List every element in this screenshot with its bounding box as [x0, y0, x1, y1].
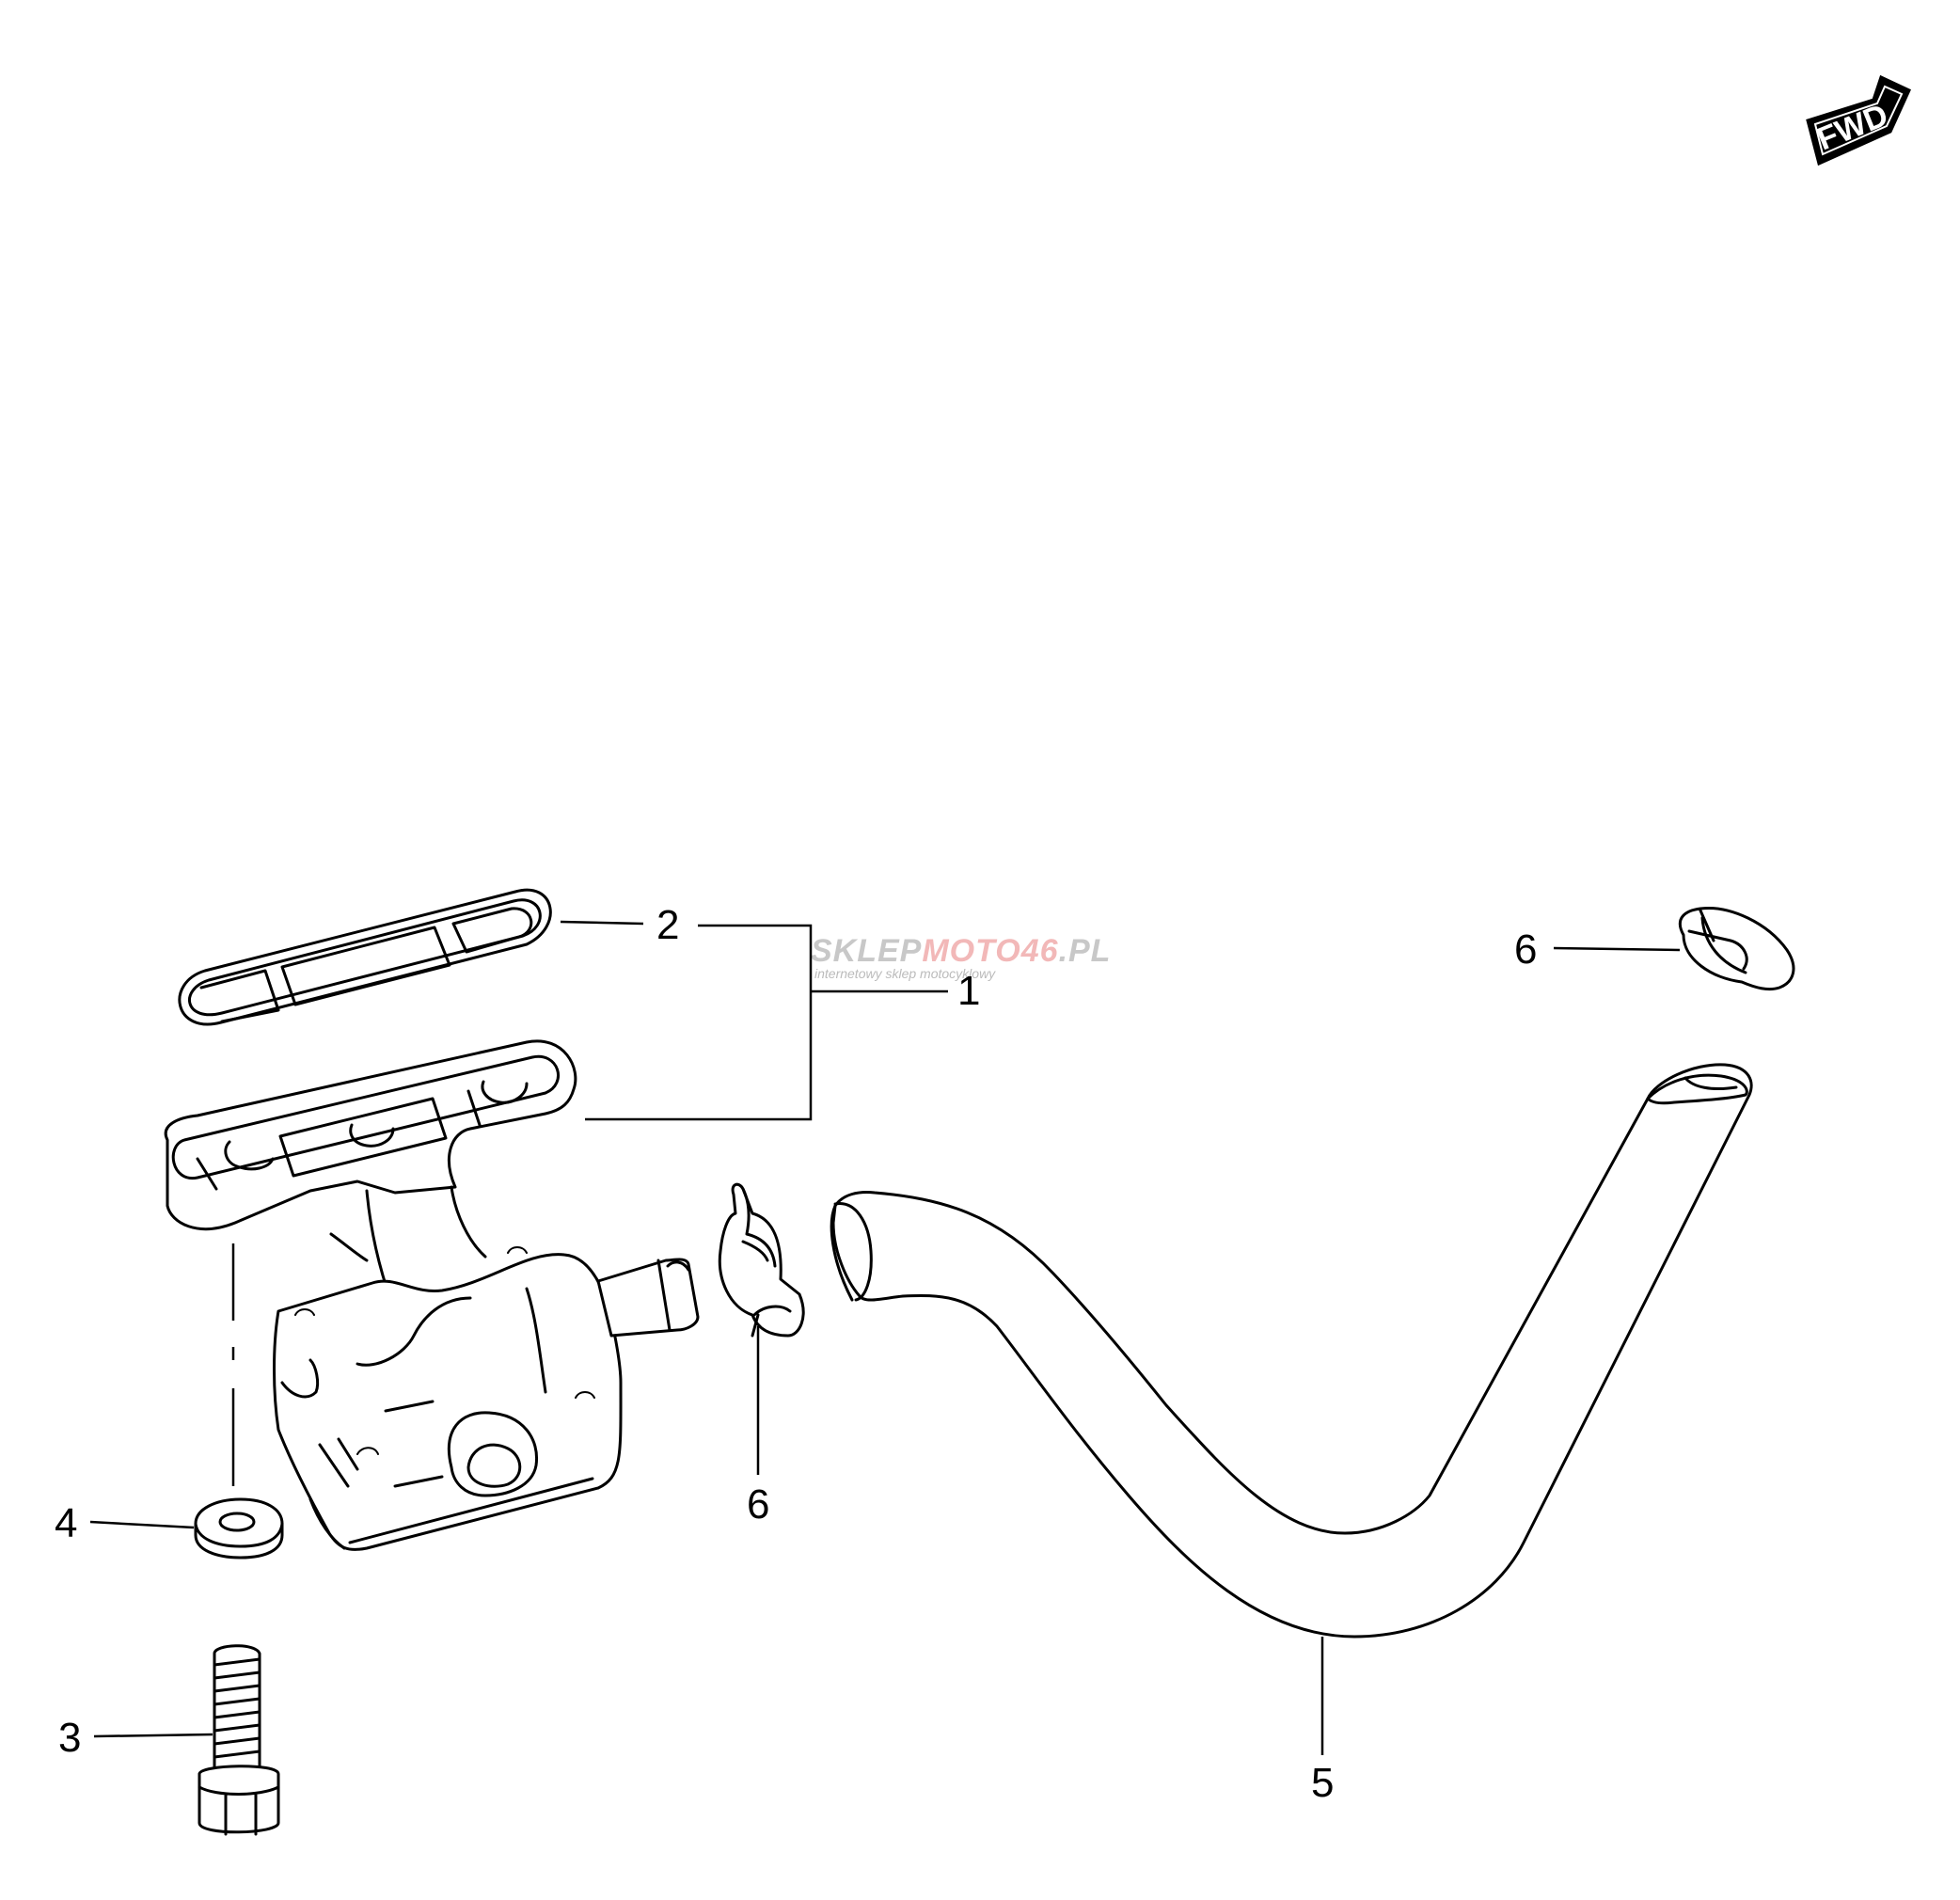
watermark-part-2: MOTO — [922, 933, 1020, 969]
washer-part — [194, 1497, 284, 1560]
watermark-tagline: internetowy sklep motocyklowy — [814, 966, 996, 981]
fuel-hose-part — [830, 1063, 1753, 1639]
bolt-part — [198, 1644, 280, 1836]
watermark-part-4: .PL — [1059, 933, 1112, 969]
callout-labels: 1 2 3 4 5 6 6 — [55, 902, 1537, 1806]
callout-1: 1 — [957, 968, 980, 1014]
hose-clamp-part-middle — [718, 1182, 805, 1338]
callout-5: 5 — [1311, 1760, 1334, 1806]
gasket-part — [178, 888, 552, 1026]
fuel-cock-part — [164, 1039, 700, 1551]
callout-6-middle: 6 — [747, 1481, 769, 1528]
watermark: SKLEPMOTO46.PL internetowy sklep motocyk… — [811, 933, 1111, 981]
watermark-part-3: 46 — [1020, 933, 1059, 969]
callout-3: 3 — [58, 1715, 81, 1761]
hose-clamp-part-upper — [1678, 906, 1795, 991]
svg-text:SKLEPMOTO46.PL: SKLEPMOTO46.PL — [811, 933, 1111, 969]
leader-lines — [89, 920, 1681, 1755]
callout-4: 4 — [55, 1500, 77, 1546]
callout-6-upper: 6 — [1514, 926, 1537, 973]
callout-2: 2 — [656, 902, 679, 948]
watermark-part-1: SKLEP — [811, 933, 922, 969]
fwd-arrow-icon: FWD — [1806, 74, 1911, 166]
